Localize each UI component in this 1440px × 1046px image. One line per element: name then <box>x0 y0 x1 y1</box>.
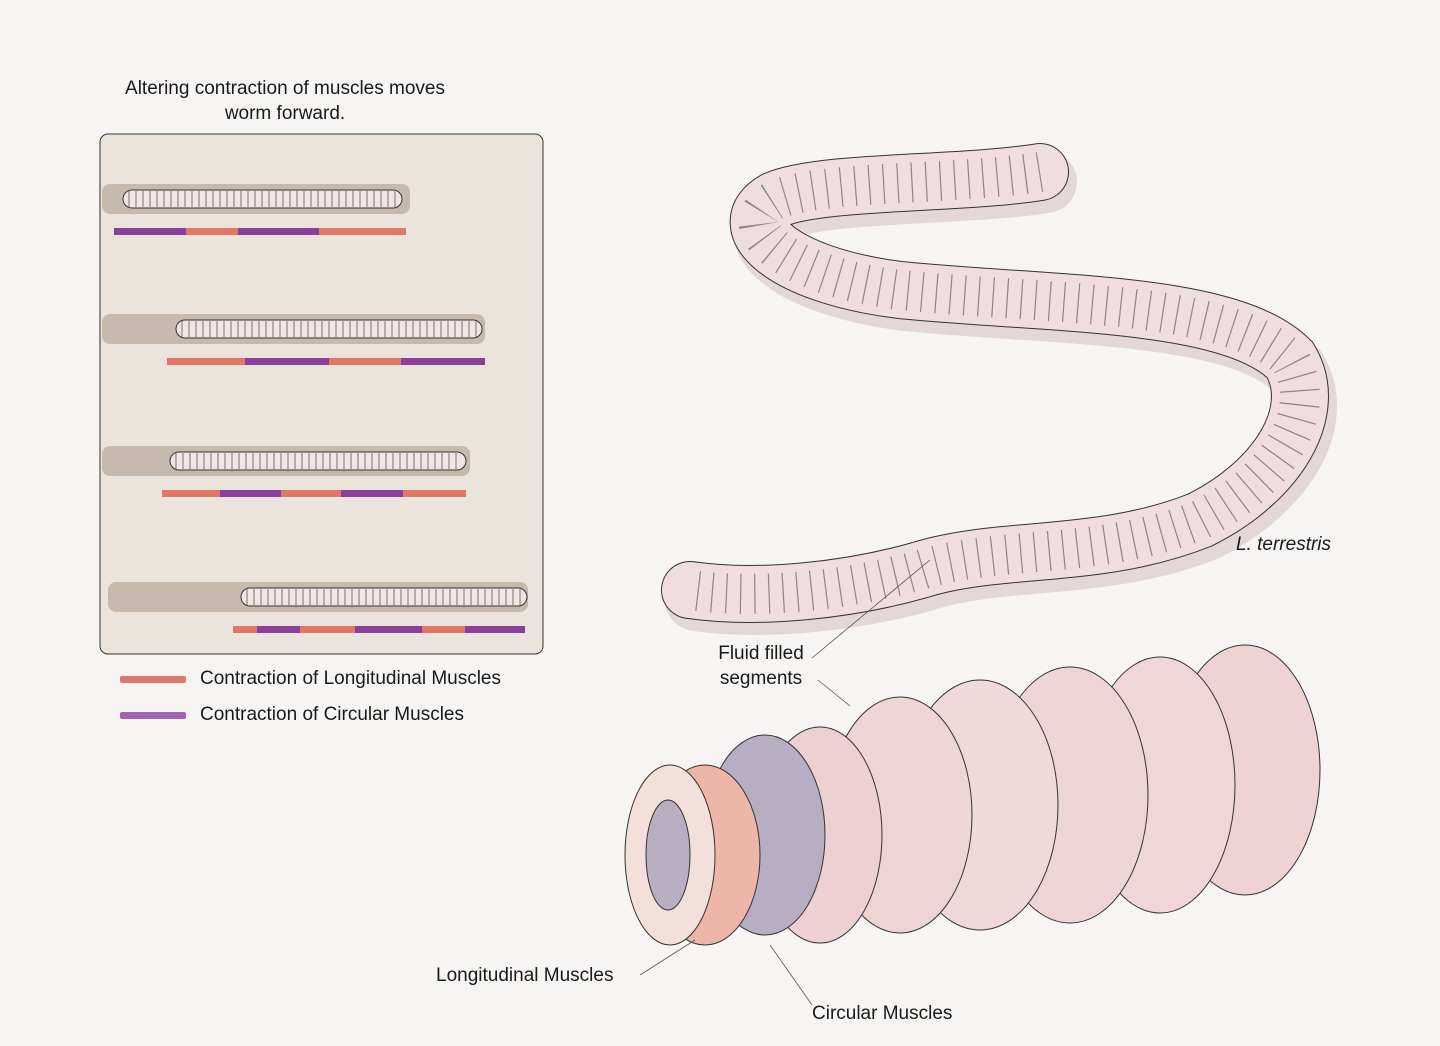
worm <box>169 451 467 471</box>
earthworm-whole <box>661 143 1337 635</box>
bar-segment-circular <box>341 490 403 497</box>
bar-segment-longitudinal <box>422 626 465 633</box>
bar-segment-longitudinal <box>281 490 341 497</box>
bar-segment-circular <box>257 626 300 633</box>
legend-label-circular: Contraction of Circular Muscles <box>200 704 464 725</box>
bar-segment-longitudinal <box>329 358 401 365</box>
burrow-panel <box>99 133 544 655</box>
bar-segment-longitudinal <box>186 228 238 235</box>
bar-segment-circular <box>245 358 329 365</box>
longitudinal-muscles-label: Longitudinal Muscles <box>436 965 614 986</box>
legend-swatch-longitudinal <box>120 675 186 683</box>
legend-longitudinal: Contraction of Longitudinal Muscles <box>120 668 501 690</box>
burrow-rows <box>102 184 528 633</box>
bar-segment-longitudinal <box>233 626 257 633</box>
species-label: L. terrestris <box>1236 534 1332 555</box>
bar-segment-longitudinal <box>403 490 466 497</box>
bar-segment-longitudinal <box>319 228 406 235</box>
bar-segment-longitudinal <box>162 490 220 497</box>
bar-segment-circular <box>220 490 281 497</box>
fluid-segments-label: Fluid filled segments <box>718 643 804 689</box>
bar-segment-longitudinal <box>300 626 355 633</box>
bar-segment-circular <box>355 626 422 633</box>
worm-cross-section <box>624 644 1321 946</box>
bar-segment-circular <box>114 228 186 235</box>
bar-segment-longitudinal <box>167 358 245 365</box>
legend-circular: Contraction of Circular Muscles <box>120 704 464 726</box>
legend-swatch-circular <box>120 711 186 719</box>
bar-segment-circular <box>238 228 319 235</box>
diagram-title: Altering contraction of muscles moves wo… <box>125 78 445 124</box>
circular-muscles-label: Circular Muscles <box>812 1003 953 1024</box>
bar-segment-circular <box>465 626 525 633</box>
bar-segment-circular <box>401 358 485 365</box>
legend-label-longitudinal: Contraction of Longitudinal Muscles <box>200 668 502 689</box>
worm <box>240 587 528 607</box>
